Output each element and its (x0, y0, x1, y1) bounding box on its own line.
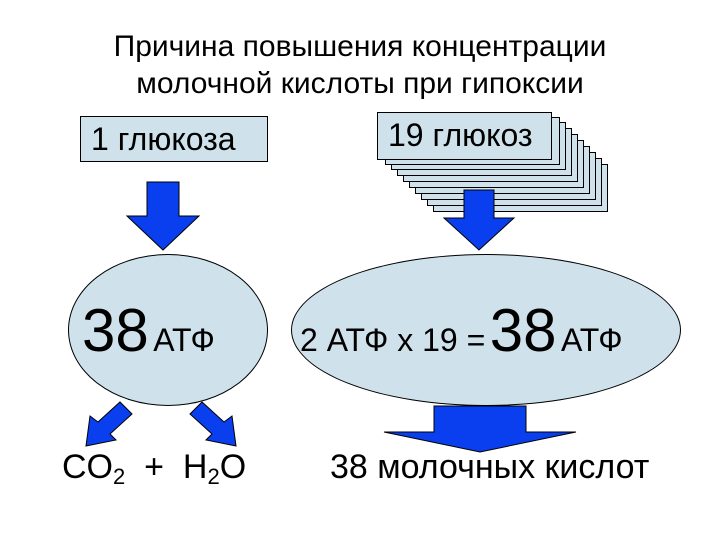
nineteen-glucose-box: 19 глюкоз (377, 112, 552, 160)
right-atp-ellipse (291, 254, 681, 406)
plus-sign: + (144, 448, 165, 486)
diagonal-arrow-down-left-icon (85, 401, 133, 447)
one-glucose-label: 1 глюкоза (91, 121, 236, 157)
title-line-2: молочной кислоты при гипоксии (136, 67, 584, 100)
one-glucose-box: 1 глюкоза (80, 116, 268, 162)
diagonal-arrow-down-right-icon (189, 401, 237, 447)
down-arrow-left-icon (125, 181, 201, 251)
down-arrow-right-icon (442, 189, 516, 251)
h-sub: 2 (207, 464, 220, 489)
right-atp-number: 38 (489, 297, 557, 364)
co-sub: 2 (113, 464, 126, 489)
co2-h2o-product: CO2 + H2O (62, 448, 246, 490)
right-atp-text: 2 АТФ х 19 = 38 АТФ (300, 296, 623, 365)
left-atp-unit: АТФ (153, 322, 215, 358)
title-line-1: Причина повышения концентрации (113, 30, 607, 63)
h-text: H (182, 448, 208, 486)
slide-title: Причина повышения концентрации молочной … (0, 28, 720, 102)
co-text: CO (62, 448, 113, 486)
right-atp-unit: АТФ (560, 322, 623, 358)
wide-down-arrow-icon (383, 405, 577, 453)
left-atp-text: 38 АТФ (82, 296, 215, 365)
nineteen-glucose-label: 19 глюкоз (388, 117, 533, 153)
left-atp-ellipse (68, 254, 268, 406)
right-atp-formula: 2 АТФ х 19 = (300, 322, 486, 358)
o-text: O (219, 448, 247, 486)
left-atp-number: 38 (82, 297, 149, 364)
lactic-acid-product: 38 молочных кислот (330, 448, 650, 486)
